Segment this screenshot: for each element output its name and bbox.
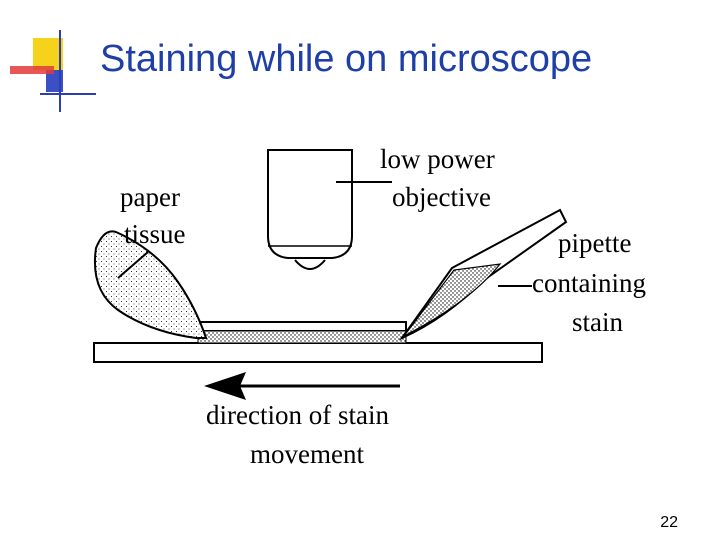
- paper-tissue-leader: [117, 251, 149, 279]
- logo-blue-square: [46, 70, 63, 92]
- objective-tip: [294, 259, 326, 270]
- microscope-stage: [93, 342, 543, 363]
- slide-logo: [10, 30, 96, 112]
- label-tissue: tissue: [124, 219, 186, 249]
- label-low-power: low power: [380, 144, 495, 174]
- label-pipette: pipette: [558, 228, 631, 258]
- slide-title: Staining while on microscope: [100, 38, 593, 80]
- coverslip: [197, 321, 407, 332]
- label-paper: paper: [120, 182, 180, 212]
- label-objective: objective: [392, 182, 491, 212]
- logo-red-bar: [10, 66, 54, 74]
- label-movement: movement: [250, 439, 364, 469]
- paper-tissue: [94, 230, 208, 339]
- objective-lens: [267, 149, 353, 259]
- label-containing: containing: [532, 268, 646, 298]
- label-stain: stain: [572, 307, 623, 337]
- label-direction: direction of stain: [206, 400, 389, 430]
- logo-yellow-square: [33, 38, 63, 70]
- page-number: 22: [660, 514, 678, 531]
- pipette-stain: [403, 263, 502, 337]
- direction-arrow-head: [204, 372, 246, 400]
- stain-layer: [197, 330, 407, 344]
